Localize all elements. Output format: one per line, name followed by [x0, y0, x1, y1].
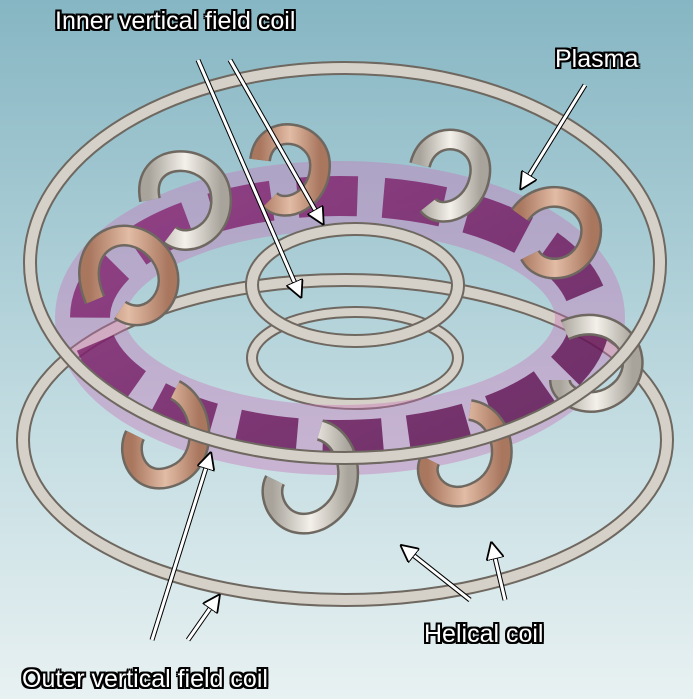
helical-coil-label: Helical coil — [424, 619, 543, 649]
callout-arrows — [152, 60, 585, 640]
inner-vertical-field-coil-label: Inner vertical field coil — [55, 6, 295, 36]
outer-vertical-field-coil-label: Outer vertical field coil — [22, 664, 268, 694]
plasma-label: Plasma — [555, 44, 638, 74]
arrow-outer-coil-2 — [188, 597, 218, 640]
